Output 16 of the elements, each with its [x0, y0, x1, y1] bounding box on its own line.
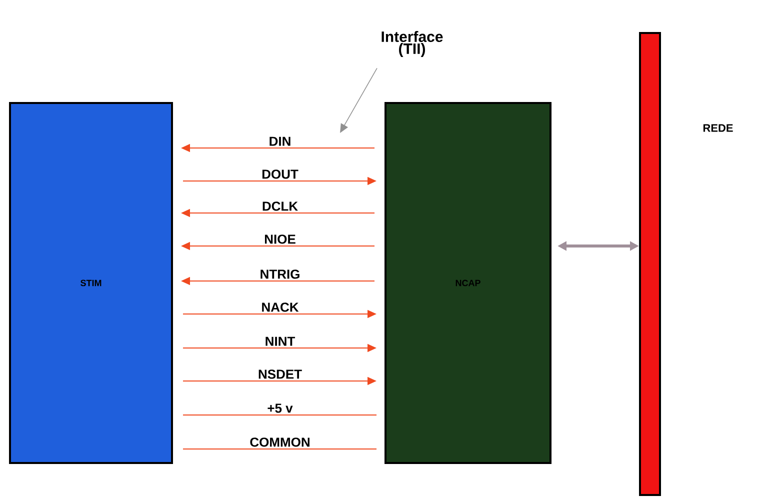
edge-label: +5 v	[268, 404, 293, 413]
edge-label: COMMON	[250, 438, 310, 447]
edge-label: NIOE	[264, 234, 296, 244]
edge-label: NTRIG	[260, 270, 300, 279]
edge-label: NINT	[266, 336, 296, 346]
edge-label: NSDET	[258, 370, 302, 379]
edge-label: NACK	[262, 302, 299, 312]
edge-label: DIN	[270, 136, 290, 146]
side-label: REDE	[703, 124, 733, 132]
ncap-box: NCAP	[384, 102, 552, 464]
stim-box: STIM	[9, 102, 173, 464]
network-bar	[639, 32, 661, 496]
interface-label: Interface (TII)	[382, 31, 443, 57]
leader-line	[340, 68, 378, 133]
edge-label: DOUT	[262, 170, 298, 179]
edge-label: DCLK	[262, 202, 298, 211]
